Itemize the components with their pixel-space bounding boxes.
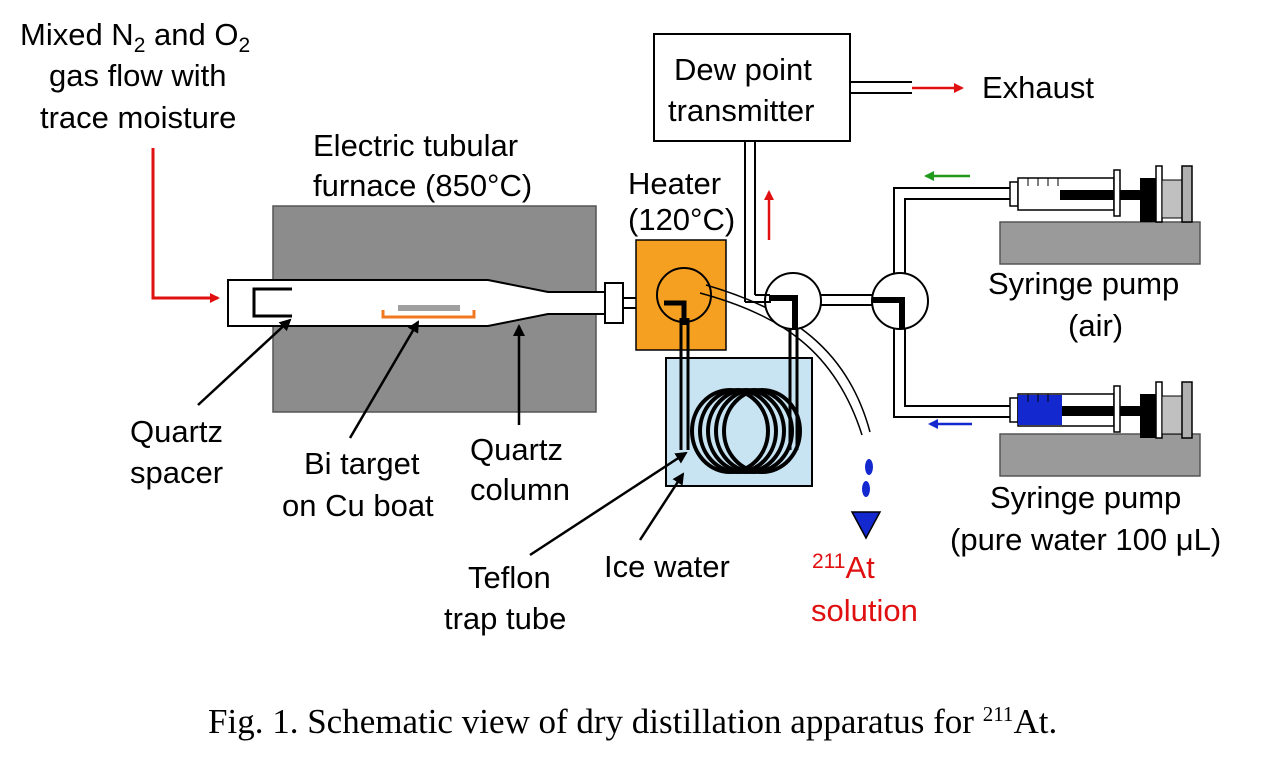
dew-point-transmitter	[653, 33, 851, 142]
teflon-pointer	[529, 451, 688, 557]
dew-label-line2: transmitter	[668, 93, 814, 128]
quartz-spacer-label-line1: Quartz	[130, 414, 223, 449]
ice-water-pointer	[638, 472, 685, 541]
bi-target	[398, 305, 460, 311]
teflon-coil	[690, 388, 802, 474]
quartz-spacer-pointer	[197, 318, 292, 406]
inlet-label-line2: gas flow with	[49, 58, 226, 93]
exhaust-label: Exhaust	[982, 70, 1094, 105]
bi-target-label-line1: Bi target	[304, 446, 420, 481]
cu-boat	[381, 310, 476, 319]
inlet-flow-arrow	[151, 148, 220, 303]
at-label-line2: solution	[811, 593, 918, 628]
quartz-spacer-label-line2: spacer	[130, 455, 223, 490]
bi-target-pointer	[348, 320, 420, 439]
teflon-label-line1: Teflon	[468, 560, 551, 595]
pump-air-label-line1: Syringe pump	[988, 266, 1179, 301]
pump-air-label-line2: (air)	[1068, 308, 1123, 343]
dew-label-line1: Dew point	[674, 52, 812, 87]
syringe-pump-water	[999, 381, 1201, 477]
teflon-label-line2: trap tube	[444, 601, 566, 636]
bi-target-label-line2: on Cu boat	[282, 488, 434, 523]
quartz-spacer	[252, 287, 292, 318]
furnace-label-line2: furnace (850°C)	[313, 168, 532, 203]
pump-water-label-line1: Syringe pump	[990, 480, 1181, 515]
syringe-pump-air	[999, 165, 1201, 265]
heater-label-line2: (120°C)	[628, 202, 735, 237]
at-label-line1: 211At	[812, 550, 875, 585]
quartz-column-label-line2: column	[470, 472, 570, 507]
furnace-label-line1: Electric tubular	[313, 128, 518, 163]
tube-connector	[604, 282, 624, 324]
drop-1	[865, 459, 873, 475]
inlet-label-line3: trace moisture	[40, 100, 236, 135]
pump-water-label-line2: (pure water 100 μL)	[950, 522, 1221, 557]
collection-vial	[850, 511, 882, 540]
figure-caption: Fig. 1. Schematic view of dry distillati…	[208, 702, 1057, 741]
quartz-column-label-line1: Quartz	[470, 432, 563, 467]
inlet-label: Mixed N2 and O2	[20, 17, 250, 57]
heater-label-line1: Heater	[628, 166, 721, 201]
drop-2	[862, 481, 870, 497]
water-fill	[1018, 395, 1062, 425]
ice-water-label: Ice water	[604, 549, 730, 584]
